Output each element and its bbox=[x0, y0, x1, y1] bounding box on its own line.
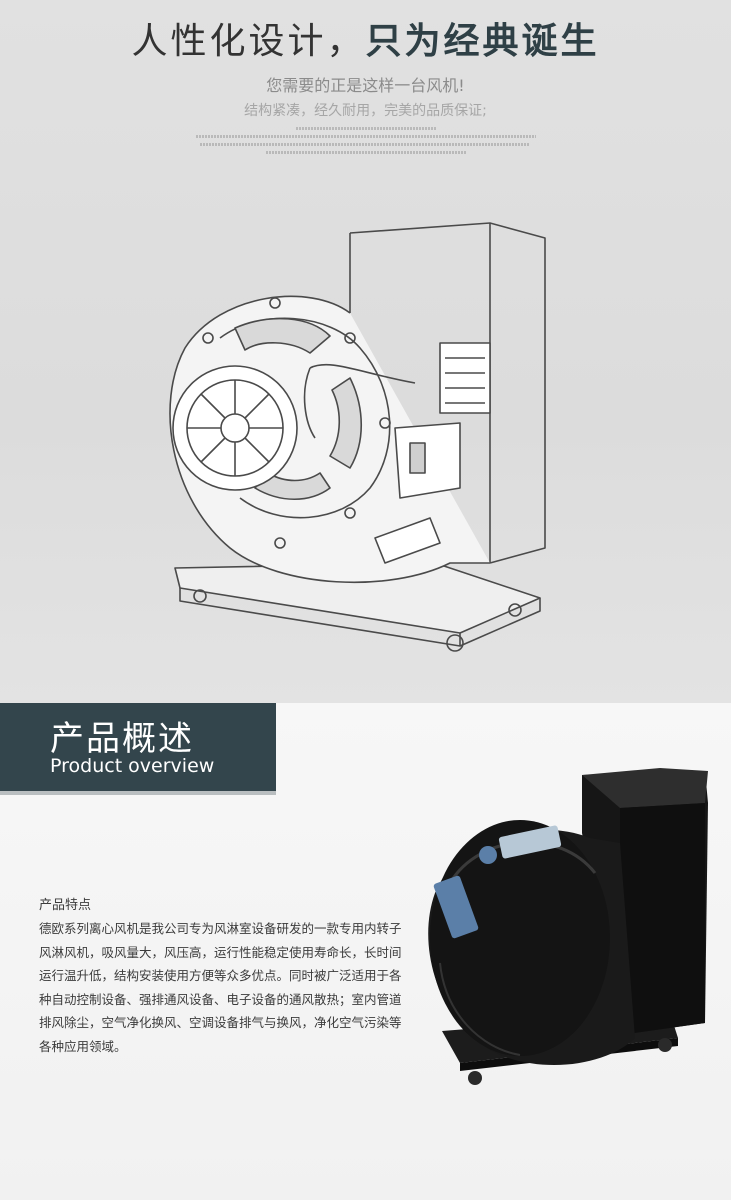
fan-product-photo bbox=[428, 768, 708, 1085]
headline-light: 人性化设计， bbox=[131, 21, 366, 62]
overview-title-en: Product overview bbox=[50, 755, 215, 777]
overview-banner: 产品概述 Product overview bbox=[0, 703, 276, 795]
overview-title-cn: 产品概述 bbox=[50, 719, 194, 759]
hero-headline: 人性化设计，只为经典诞生 bbox=[0, 12, 731, 64]
hero-subtitle: 您需要的正是这样一台风机! bbox=[266, 76, 465, 95]
fine-print-decoration bbox=[186, 127, 546, 159]
product-description: 德欧系列离心风机是我公司专为风淋室设备研发的一款专用内转子风淋风机，吸风量大，风… bbox=[39, 921, 402, 1054]
headline-bold: 只为经典诞生 bbox=[365, 21, 600, 62]
overview-section: 产品概述 Product overview 产品特点 德欧系列离心风机是我公司专… bbox=[0, 703, 731, 1200]
fan-sketch-image bbox=[169, 222, 546, 652]
feature-title: 产品特点 bbox=[39, 898, 92, 913]
hero-tagline: 结构紧凑，经久耐用，完美的品质保证; bbox=[244, 103, 487, 119]
hero-section: 人性化设计，只为经典诞生 您需要的正是这样一台风机! 结构紧凑，经久耐用，完美的… bbox=[0, 0, 731, 703]
